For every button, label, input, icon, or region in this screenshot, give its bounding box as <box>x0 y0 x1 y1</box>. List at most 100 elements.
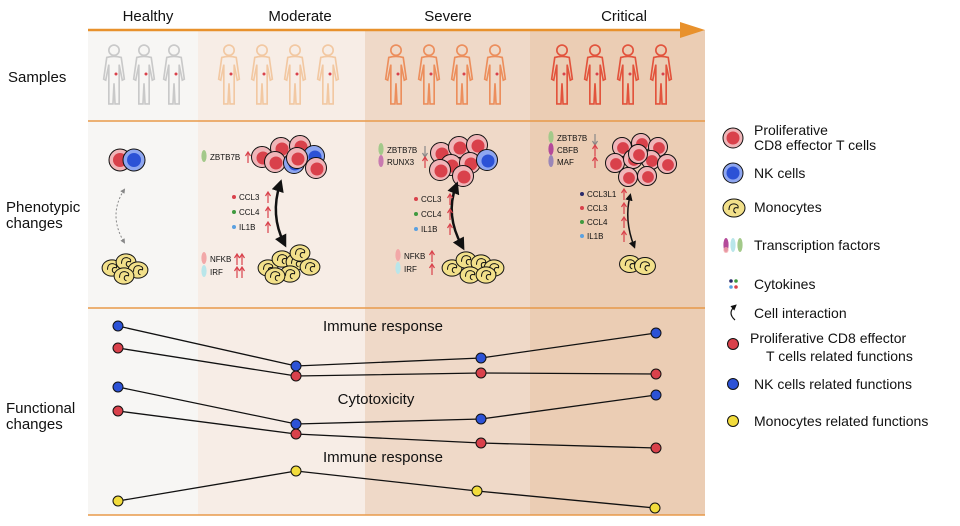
cd8-cell-icon <box>305 157 327 179</box>
cytokine-label: CCL3 <box>587 204 608 213</box>
stage-label-healthy: Healthy <box>123 8 174 25</box>
cytokine-ccl3: CCL3 <box>232 190 272 203</box>
healthy-monocytes <box>101 253 149 285</box>
cell-interaction-icon <box>730 304 737 321</box>
tf-label: IRF <box>210 268 223 277</box>
func-point <box>471 485 483 497</box>
func-point <box>112 342 124 354</box>
cd8-cell-icon <box>637 166 657 186</box>
cytotoxicity-blue-line <box>112 381 662 430</box>
lesion-dot <box>262 72 266 76</box>
tf-label: MAF <box>557 158 574 167</box>
cytokine-label: IL1B <box>587 232 603 241</box>
severe-interaction-arrow <box>447 181 465 251</box>
legend-label-cd8-line1: Proliferative <box>754 122 828 138</box>
nk-cell-icon <box>722 162 744 184</box>
func-point <box>475 437 487 449</box>
tf-runx3: RUNX3 <box>378 155 429 168</box>
critical-column-bg <box>530 30 705 515</box>
func-point <box>475 367 487 379</box>
row-label-functional-line2: changes <box>6 416 63 433</box>
tf-label: RUNX3 <box>387 158 415 167</box>
lesion-dot <box>328 72 332 76</box>
healthy-nk-cell-icon <box>122 148 146 172</box>
cytokine-label: CCL3 <box>421 195 442 204</box>
stage-label-severe: Severe <box>424 8 472 25</box>
cd8-cell-icon <box>448 136 470 158</box>
monocyte-icon <box>264 267 286 285</box>
lesion-dot <box>396 72 400 76</box>
func-point <box>650 389 662 401</box>
lesion-dot <box>661 72 665 76</box>
lesion-dot <box>174 72 178 76</box>
cytokine-label: CCL3L1 <box>587 190 617 199</box>
tf-cbfb: CBFB <box>548 143 599 156</box>
tf-label: NFKB <box>210 255 231 264</box>
severe-monocytes <box>441 251 505 284</box>
cytokine-label: CCL4 <box>239 208 260 217</box>
severity-arrow <box>88 22 705 38</box>
func-point <box>290 370 302 382</box>
legend-label-cd8-functions-line1: Proliferative CD8 effector <box>750 330 906 346</box>
stage-label-moderate: Moderate <box>268 8 331 25</box>
nk-cell-icon <box>476 149 498 171</box>
cytokine-ccl3: CCL3 <box>580 201 628 214</box>
legend-label-nk: NK cells <box>754 165 805 181</box>
monocyte-icon <box>299 258 321 276</box>
cd8-cell-icon <box>628 144 648 164</box>
func-point <box>650 442 662 454</box>
cytokine-il1b: IL1B <box>580 229 628 242</box>
lesion-dot <box>628 72 632 76</box>
cytokine-label: CCL4 <box>587 218 608 227</box>
critical-monocytes <box>619 254 656 276</box>
legend-label-cytokines: Cytokines <box>754 276 815 292</box>
tf-label: IRF <box>404 265 417 274</box>
legend-label-monocytes: Monocytes <box>754 199 822 215</box>
lesion-dot <box>429 72 433 76</box>
monocyte-icon <box>113 267 135 285</box>
cd8-cell-icon <box>452 165 474 187</box>
lesion-dot <box>495 72 499 76</box>
cd8-cell-icon <box>264 151 286 173</box>
func-point <box>112 405 124 417</box>
legend-label-cd8-functions-line2: T cells related functions <box>766 348 913 364</box>
row-label-functional: Functional changes <box>6 400 79 433</box>
immune-response-red-line <box>112 342 662 382</box>
func-point <box>475 352 487 364</box>
cytokine-label: CCL3 <box>239 193 260 202</box>
lesion-dot <box>144 72 148 76</box>
func-point <box>290 418 302 430</box>
cytokine-label: IL1B <box>239 223 255 232</box>
legend-label-cd8-line2: CD8 effector T cells <box>754 137 876 153</box>
monocyte-icon <box>289 244 311 262</box>
tf-label: NFKB <box>404 252 425 261</box>
tf-label: ZBTB7B <box>387 146 417 155</box>
yellow-dot-icon <box>727 415 739 427</box>
cytokine-ccl4: CCL4 <box>414 207 454 220</box>
cytokine-icon <box>729 279 738 289</box>
critical-cell-cluster <box>605 133 677 187</box>
cytokine-ccl4: CCL4 <box>232 205 272 218</box>
func-point <box>649 502 661 514</box>
legend: Proliferative CD8 effector T cells NK ce… <box>722 122 928 429</box>
cytotoxicity-red-line <box>112 405 662 454</box>
moderate-cell-cluster <box>251 135 327 179</box>
cytokine-ccl4: CCL4 <box>580 215 628 228</box>
func-point <box>112 381 124 393</box>
func-point <box>650 368 662 380</box>
tf-nfkb: NFKB <box>201 252 246 265</box>
critical-interaction-arrow <box>625 193 636 249</box>
legend-label-cd8: Proliferative CD8 effector T cells <box>754 122 876 153</box>
row-label-phenotypic-line2: changes <box>6 215 63 232</box>
tf-label: CBFB <box>557 146 578 155</box>
func-point <box>475 413 487 425</box>
cd8-cell-icon <box>618 167 638 187</box>
func-point <box>112 320 124 332</box>
cytokine-ccl3l1: CCL3L1 <box>580 187 628 200</box>
cytokine-il1b: IL1B <box>232 220 272 233</box>
function-label-immune-response-bottom: Immune response <box>323 449 443 466</box>
monocyte-icon <box>722 198 746 218</box>
